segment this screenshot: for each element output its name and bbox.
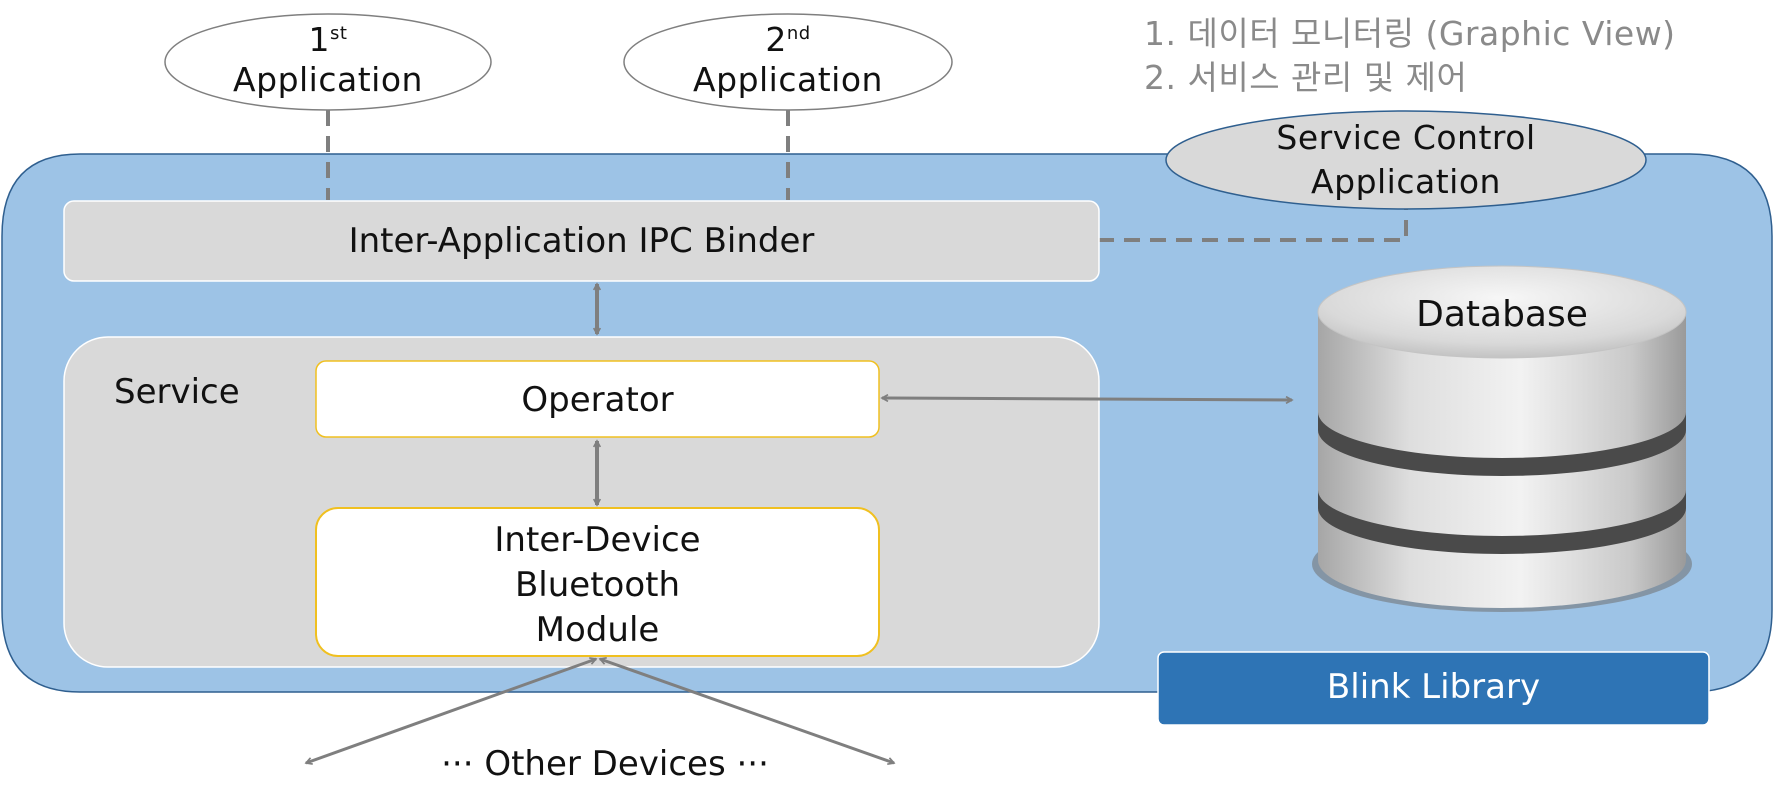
bluetooth-module-line2: Bluetooth <box>514 565 681 605</box>
app2-text: Application <box>693 59 883 99</box>
ipc-binder-box[interactable] <box>63 200 1100 282</box>
bluetooth-module-box[interactable] <box>315 507 880 657</box>
service-title: Service <box>114 372 240 412</box>
note-2: 2. 서비스 관리 및 제어 <box>1144 58 1468 97</box>
notes: 1. 데이터 모니터링 (Graphic View) 2. 서비스 관리 및 제… <box>1144 12 1676 100</box>
ipc-binder-label: Inter-Application IPC Binder <box>348 221 815 261</box>
service-control-line1: Service Control <box>1276 118 1536 157</box>
module-device-right-arrow <box>600 659 894 763</box>
app1-number: 1 <box>308 20 331 59</box>
bluetooth-module-line1: Inter-Device <box>494 520 701 560</box>
module-device-left-arrow <box>306 659 596 763</box>
app1-text: Application <box>233 59 423 99</box>
blink-library-label: Blink Library <box>1326 667 1541 707</box>
database-cylinder[interactable] <box>1312 265 1692 612</box>
note-1: 1. 데이터 모니터링 (Graphic View) <box>1144 14 1676 53</box>
app1-ellipse[interactable] <box>164 13 492 111</box>
service-control-label: Service Control Application <box>1200 116 1612 204</box>
operator-database-arrow <box>882 398 1292 400</box>
blink-library-box[interactable] <box>1157 651 1710 726</box>
app2-suffix: nd <box>786 23 811 44</box>
database-label: Database <box>1416 294 1588 335</box>
bluetooth-module-line3: Module <box>535 610 660 650</box>
operator-box[interactable] <box>315 360 880 438</box>
bluetooth-module-label: Inter-Device Bluetooth Module <box>316 518 879 653</box>
app2-number: 2 <box>765 20 787 59</box>
app2-label: 2nd Application <box>660 20 916 99</box>
app2-ellipse[interactable] <box>623 13 953 111</box>
service-control-ellipse[interactable] <box>1165 110 1647 210</box>
operator-label: Operator <box>521 380 674 420</box>
app1-label: 1st Application <box>200 20 456 99</box>
service-control-line2: Application <box>1311 162 1501 201</box>
other-devices-label: ··· Other Devices ··· <box>441 744 769 784</box>
app1-suffix: st <box>330 23 348 44</box>
